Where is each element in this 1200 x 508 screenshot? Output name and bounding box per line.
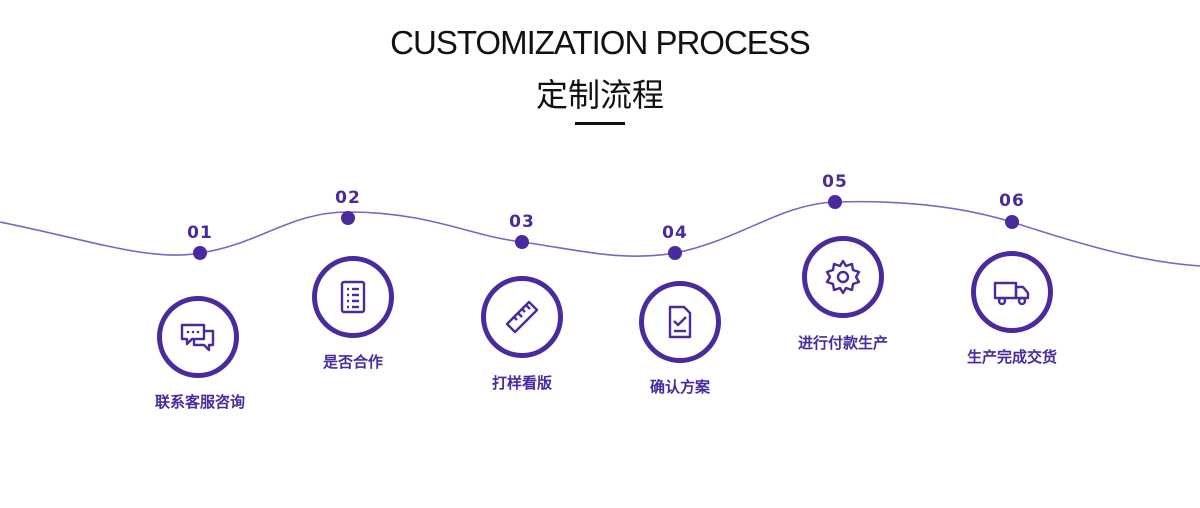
step-6-label: 生产完成交货	[966, 348, 1057, 366]
step-3-dot	[515, 235, 529, 249]
title-chinese: 定制流程	[535, 76, 664, 114]
step-5-number: 05	[822, 172, 848, 192]
step-5-dot	[828, 195, 842, 209]
step-4-label: 确认方案	[649, 378, 710, 396]
step-5-label: 进行付款生产	[797, 334, 888, 352]
step-4-number: 04	[662, 223, 688, 243]
title-english: CUSTOMIZATION PROCESS	[390, 24, 811, 61]
ruler-icon	[505, 300, 539, 334]
step-1-number: 01	[187, 223, 213, 243]
step-4-dot	[668, 246, 682, 260]
step-6-dot	[1005, 215, 1019, 229]
step-1-label: 联系客服咨询	[154, 393, 245, 411]
gear-icon	[825, 259, 861, 295]
document-list-icon	[340, 280, 366, 314]
step-6-circle	[971, 251, 1053, 333]
step-3-number: 03	[509, 212, 535, 232]
title-divider	[575, 122, 625, 125]
step-1-dot	[193, 246, 207, 260]
step-2-number: 02	[335, 188, 361, 208]
step-6-number: 06	[999, 191, 1025, 211]
step-3-label: 打样看版	[491, 374, 552, 392]
step-4-circle	[639, 281, 721, 363]
chat-bubbles-icon	[180, 323, 215, 352]
step-2-label: 是否合作	[322, 353, 383, 371]
step-5-circle	[802, 236, 884, 318]
checklist-icon	[668, 305, 692, 339]
step-1-circle	[157, 296, 239, 378]
step-3-circle	[481, 276, 563, 358]
step-2-circle	[312, 256, 394, 338]
delivery-truck-icon	[993, 281, 1030, 306]
step-2-dot	[341, 211, 355, 225]
